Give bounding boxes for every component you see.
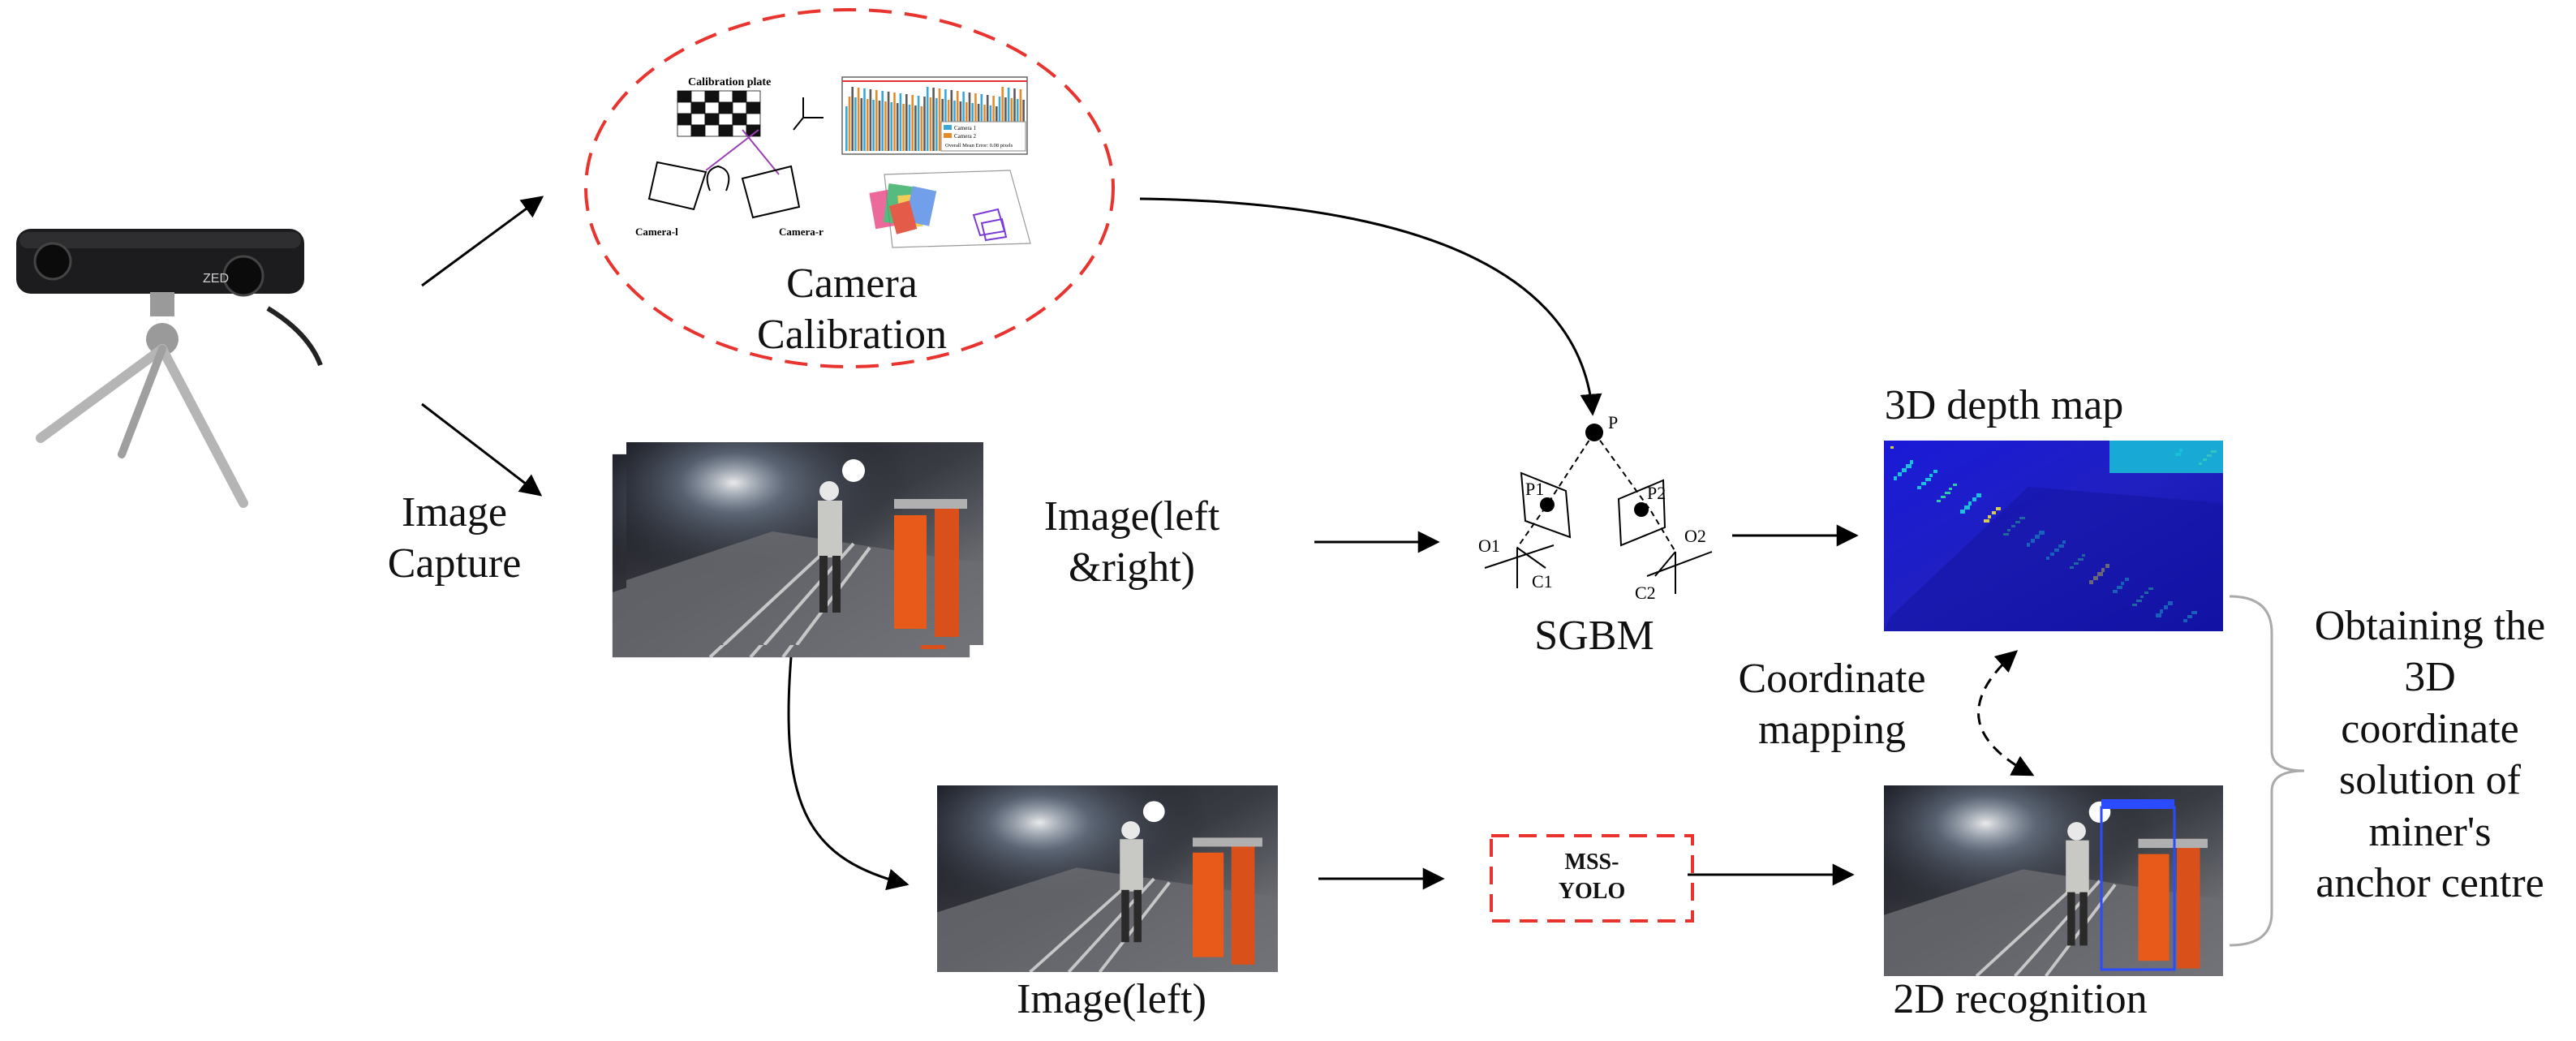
arrow-calibration-to-sgbm — [1139, 197, 1602, 416]
sgbm-label: SGBM — [1534, 613, 1654, 659]
result-brace — [2229, 595, 2305, 947]
svg-text:Camera 1: Camera 1 — [954, 125, 977, 131]
point-p-label: P — [1608, 412, 1618, 432]
svg-text:Overall Mean Error: 0.08 pixel: Overall Mean Error: 0.08 pixels — [945, 143, 1013, 148]
depth-map-label: 3D depth map — [1884, 382, 2124, 428]
point-p-marker — [1585, 424, 1603, 441]
arrow-stack-to-left — [787, 656, 910, 891]
origin-o2-label: O2 — [1684, 526, 1706, 546]
svg-text:Calibration plate: Calibration plate — [688, 76, 771, 88]
image-left-right-label: Image(left&right) — [1043, 493, 1220, 591]
recognition-2d-image — [1884, 785, 2223, 976]
extrinsics-3d-plot-icon — [869, 170, 1031, 248]
left-image — [937, 785, 1278, 972]
camera-left-label: Camera-l — [635, 226, 678, 238]
sgbm-geometry-icon — [1484, 432, 1713, 594]
point-p1-marker — [1540, 497, 1555, 512]
arrow-to-calibration — [421, 196, 544, 287]
calibration-plate-icon: Calibration plate Calibration plate Came… — [635, 76, 824, 238]
camera-right-label: Camera-r — [779, 226, 824, 238]
svg-text:Camera 2: Camera 2 — [954, 133, 977, 140]
flow-arrows — [421, 196, 2035, 891]
calibration-region — [584, 8, 1115, 368]
stereo-image-stack — [612, 442, 983, 658]
point-p1-label: P1 — [1525, 479, 1544, 499]
mss-yolo-box — [1490, 834, 1694, 923]
reprojection-error-chart-icon: Camera 1 Camera 2 Overall Mean Error: 0.… — [841, 76, 1028, 155]
stereo-camera-icon: ZED — [16, 229, 323, 508]
point-p2-label: P2 — [1647, 483, 1666, 503]
camera-c1-label: C1 — [1532, 571, 1553, 591]
mss-yolo-label: MSS-YOLO — [1558, 850, 1626, 905]
image-left-label: Image(left) — [1017, 976, 1206, 1022]
camera-brand-text: ZED — [203, 272, 229, 286]
depth-map-image — [1884, 441, 2223, 631]
coordinate-mapping-arrow — [1977, 650, 2035, 776]
origin-o1-label: O1 — [1478, 536, 1500, 556]
arrow-to-image-stack — [421, 402, 543, 497]
camera-c2-label: C2 — [1635, 583, 1656, 603]
point-p2-marker — [1634, 502, 1649, 517]
recognition-2d-label: 2D recognition — [1893, 976, 2148, 1022]
